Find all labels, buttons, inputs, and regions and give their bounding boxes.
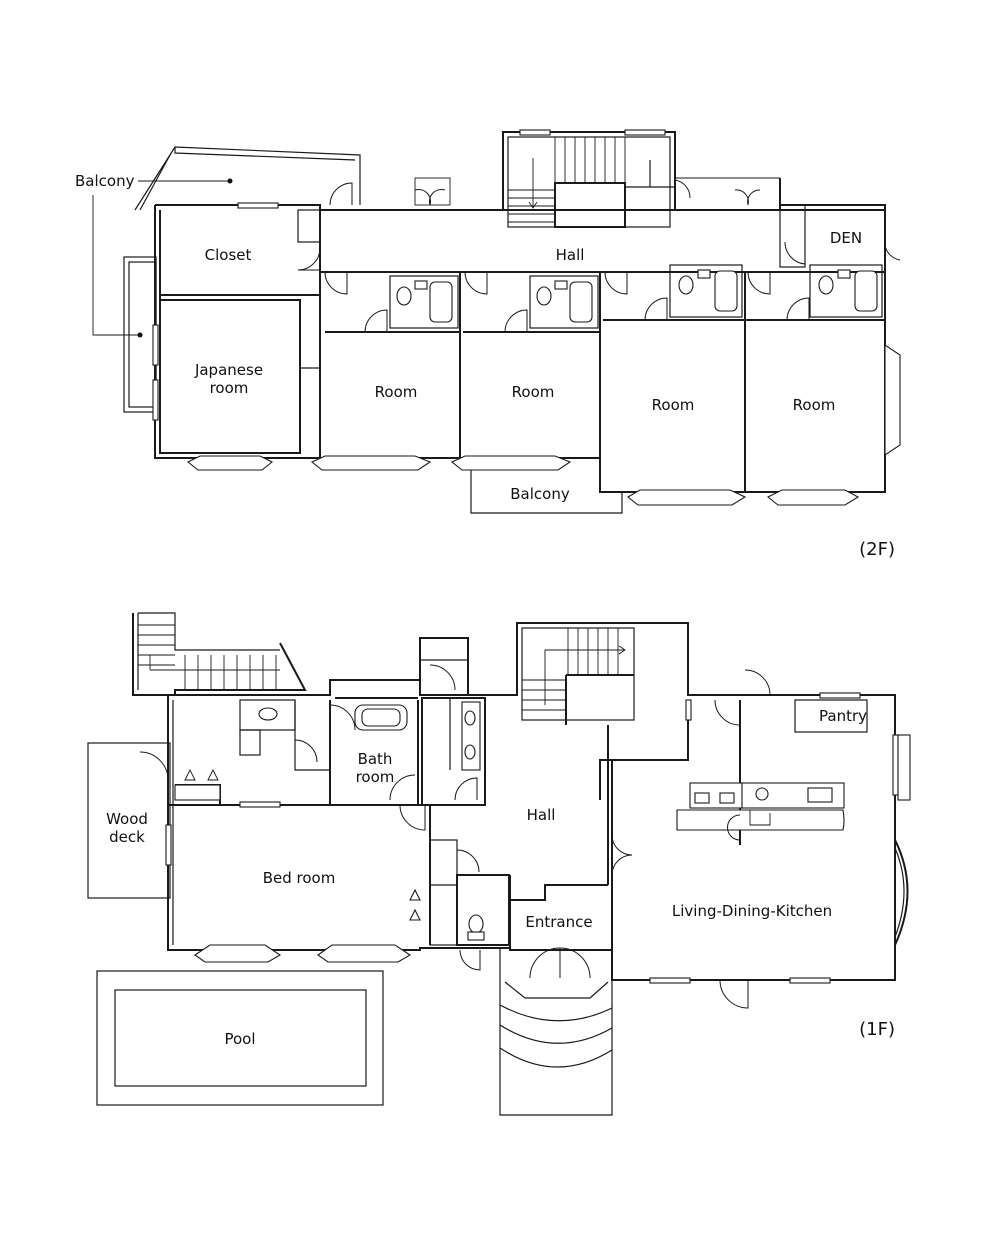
first-floor-doors [139,664,771,1009]
floor-label-2f: (2F) [859,539,895,560]
second-floor-fixtures [396,269,878,323]
label-pantry: Pantry [819,707,867,725]
label-den: DEN [830,229,862,247]
second-floor-walls [154,131,886,514]
second-floor-doors [297,179,901,333]
label-pool: Pool [224,1030,255,1048]
label-wood-deck-2: deck [109,828,145,846]
balcony-west-pointer [92,178,233,338]
label-japanese-room-1: Japanese [194,361,263,379]
label-balcony-west: Balcony [75,172,135,190]
label-entrance: Entrance [525,913,592,931]
label-room-4: Room [793,396,836,414]
label-closet: Closet [205,246,252,264]
balcony-west-outline [123,146,361,413]
label-bath-room-1: Bath [358,750,393,768]
label-bath-room-2: room [356,768,395,786]
label-hall-1f: Hall [527,806,556,824]
pool [96,970,384,1106]
first-floor-fixtures [174,701,845,941]
second-floor-windows [152,129,901,506]
label-room-3: Room [652,396,695,414]
entrance-steps [499,948,613,1116]
first-floor-plan: Wood deck Bath room Hall Pantry Bed room… [87,612,911,1116]
label-room-1: Room [375,383,418,401]
wood-deck-outline [87,742,171,899]
label-japanese-room-2: room [210,379,249,397]
floor-label-1f: (1F) [859,1019,895,1040]
label-bed-room: Bed room [263,869,336,887]
label-living-dining-kitchen: Living-Dining-Kitchen [672,902,832,920]
stair-treads-2f [508,137,626,223]
first-floor-windows [165,692,911,984]
label-hall-2f: Hall [556,246,585,264]
stair-treads-1f [522,628,626,711]
second-floor-plan: Balcony Closet Japanese room Hall DEN Ro… [75,129,901,560]
label-balcony-south: Balcony [510,485,570,503]
label-room-2: Room [512,383,555,401]
label-wood-deck-1: Wood [106,810,148,828]
exterior-stair-1f [132,612,307,696]
